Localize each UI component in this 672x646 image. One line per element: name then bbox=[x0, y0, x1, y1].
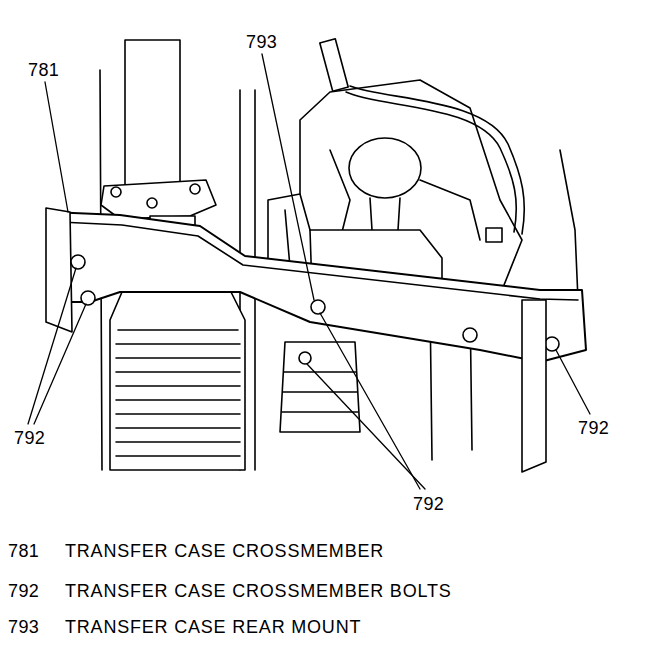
leader-line bbox=[262, 54, 314, 300]
leader-line bbox=[307, 364, 425, 489]
sensor-wire bbox=[350, 86, 524, 234]
transfer-case-detail bbox=[330, 150, 480, 240]
crossmember-edge bbox=[60, 222, 578, 300]
flange-bolt bbox=[190, 184, 200, 194]
key-description: TRANSFER CASE CROSSMEMBER bbox=[65, 541, 384, 561]
crossmember-bracket bbox=[46, 208, 72, 332]
sensor-wire bbox=[346, 92, 516, 232]
crossmember-bolt bbox=[81, 291, 95, 305]
key-number: 792 bbox=[8, 581, 39, 601]
leader-line bbox=[320, 313, 420, 489]
callout-number: 793 bbox=[246, 32, 277, 52]
leader-line bbox=[34, 304, 86, 424]
flange-bolt bbox=[147, 198, 157, 208]
crossmember-bolt bbox=[545, 337, 559, 351]
leader-line bbox=[28, 268, 76, 424]
crossmember-bolt bbox=[311, 300, 325, 314]
crossmember-bolt bbox=[71, 255, 85, 269]
key-description: TRANSFER CASE CROSSMEMBER BOLTS bbox=[65, 581, 452, 601]
mount-bolt bbox=[299, 352, 311, 364]
driveshaft-flange bbox=[101, 180, 216, 219]
crossmember-bolt bbox=[463, 328, 477, 342]
frame-bracket bbox=[522, 300, 546, 472]
leader-line bbox=[45, 82, 68, 212]
callout-number: 792 bbox=[14, 428, 45, 448]
converter-ribs bbox=[116, 330, 240, 456]
frame-line bbox=[560, 150, 578, 300]
key-number: 793 bbox=[8, 617, 39, 637]
driveshaft bbox=[125, 40, 180, 185]
callout-number: 781 bbox=[28, 60, 59, 80]
flange-bolt bbox=[111, 187, 121, 197]
callout-number: 792 bbox=[413, 494, 444, 514]
crossmember bbox=[50, 212, 586, 362]
transfer-case-cover bbox=[349, 138, 421, 198]
leader-line bbox=[556, 350, 590, 414]
key-number: 781 bbox=[8, 541, 39, 561]
sensor-connector bbox=[320, 39, 348, 91]
lower-mount bbox=[280, 342, 360, 432]
callout-number: 792 bbox=[578, 418, 609, 438]
wire-clip bbox=[486, 228, 502, 242]
key-description: TRANSFER CASE REAR MOUNT bbox=[65, 617, 361, 637]
